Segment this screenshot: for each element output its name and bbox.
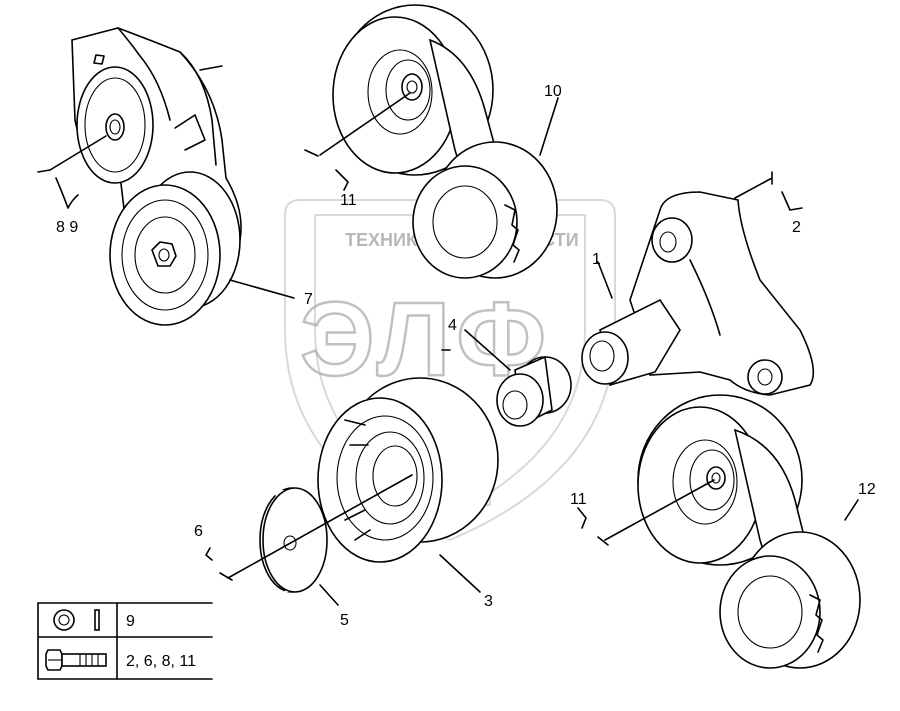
legend-row-bolt-parts: 2, 6, 8, 11 [126, 653, 196, 670]
fastener-legend: 9 2, 6, 8, 11 [37, 602, 213, 680]
label-part-2: 2 [792, 219, 801, 236]
label-part-11-right: 11 [570, 491, 587, 508]
washer-icon [53, 609, 100, 631]
pulley-3 [317, 377, 499, 593]
washer-5 [205, 474, 413, 606]
label-part-1: 1 [592, 251, 601, 268]
spacer-4 [441, 329, 572, 427]
legend-row-washer-parts: 9 [126, 613, 135, 630]
tensioner-assembly-12 [577, 394, 861, 669]
label-part-12: 12 [858, 481, 876, 498]
bolt-icon [45, 649, 107, 671]
tensioner-assembly-left [37, 27, 295, 326]
tensioner-assembly-10 [304, 4, 559, 279]
label-part-7: 7 [304, 291, 313, 308]
label-part-8-9: 8 9 [56, 219, 78, 236]
label-part-4: 4 [448, 317, 457, 334]
label-part-3: 3 [484, 593, 493, 610]
label-part-6: 6 [194, 523, 203, 540]
watermark-text-left: ТЕХНИКА [345, 230, 430, 250]
label-part-5: 5 [340, 612, 349, 629]
label-part-11-top: 11 [340, 192, 357, 209]
label-part-10: 10 [544, 83, 562, 100]
part-labels: 1 2 3 4 5 6 7 8 9 10 11 11 12 [56, 83, 876, 629]
bracket-1 [581, 171, 815, 396]
